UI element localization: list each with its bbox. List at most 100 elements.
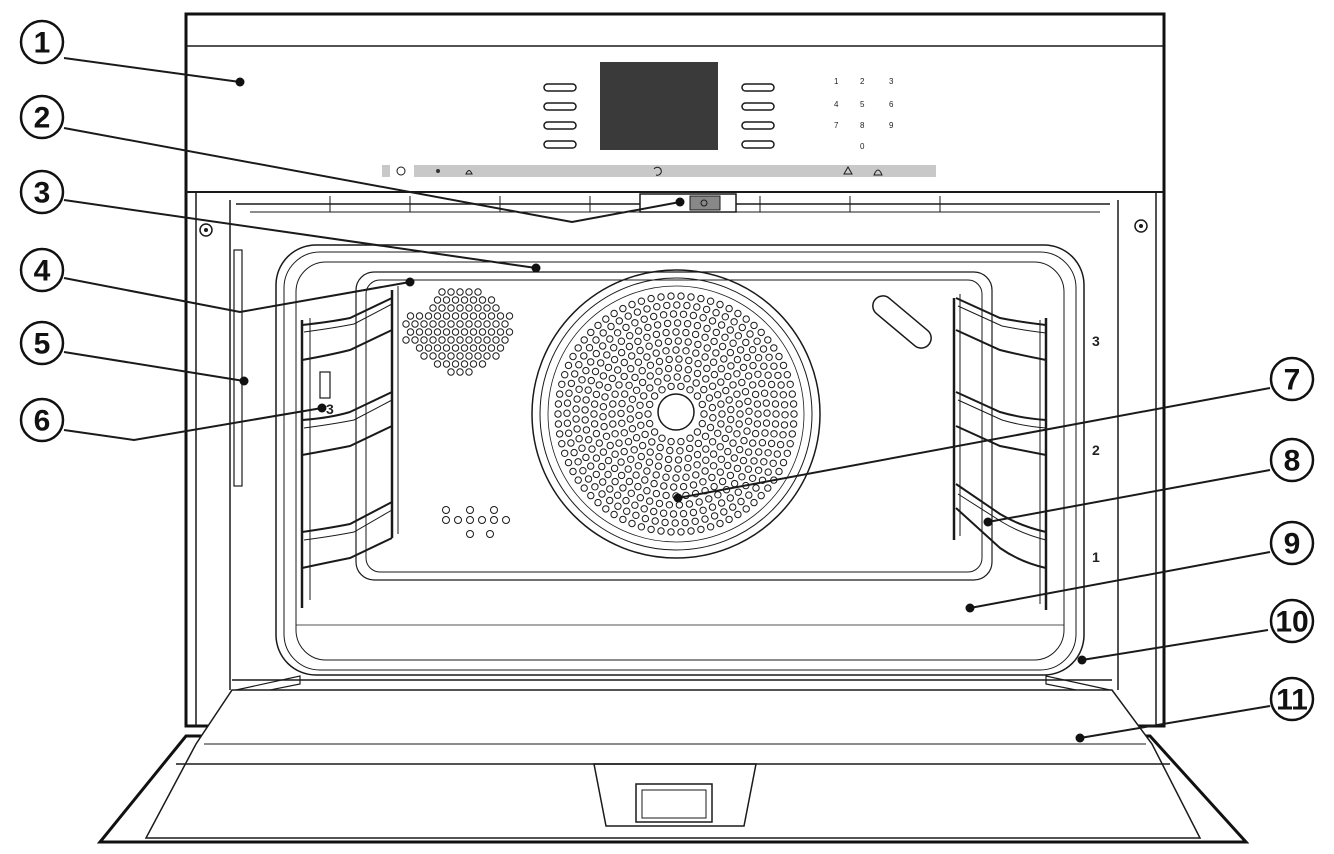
fan-hole bbox=[624, 312, 632, 320]
vent-hole bbox=[447, 320, 455, 328]
fan-hole bbox=[567, 379, 576, 388]
fan-hole bbox=[739, 363, 748, 372]
keypad-digit[interactable]: 2 bbox=[860, 77, 865, 86]
fan-hole bbox=[760, 362, 768, 370]
vent-hole bbox=[456, 320, 464, 328]
callout-leader-line bbox=[63, 277, 411, 314]
shelf-level-label: 3 bbox=[1092, 333, 1100, 349]
keypad-digit[interactable]: 3 bbox=[889, 77, 894, 86]
keypad-digit[interactable]: 4 bbox=[834, 100, 839, 109]
fan-hole bbox=[637, 421, 645, 429]
pill-button[interactable] bbox=[543, 83, 577, 92]
fan-hole bbox=[637, 297, 646, 305]
callout-4: 4 bbox=[19, 247, 65, 293]
fan-hole bbox=[556, 390, 564, 398]
pill-button[interactable] bbox=[741, 140, 775, 149]
fan-hole bbox=[734, 488, 742, 496]
pill-button[interactable] bbox=[543, 140, 577, 149]
fan-hole bbox=[575, 361, 583, 369]
oven-door[interactable] bbox=[96, 689, 1250, 844]
vent-hole bbox=[411, 320, 419, 328]
pill-button[interactable] bbox=[741, 121, 775, 130]
fan-hole bbox=[753, 400, 762, 408]
fan-hole bbox=[718, 477, 727, 486]
fan-hole bbox=[606, 496, 614, 505]
fan-hole bbox=[634, 482, 642, 491]
fan-hole bbox=[733, 390, 741, 398]
keypad-digit[interactable]: 8 bbox=[860, 121, 865, 130]
keypad-digit[interactable]: 0 bbox=[860, 142, 865, 151]
fan-hole bbox=[725, 515, 733, 524]
fan-hole bbox=[604, 383, 612, 392]
keypad-digit[interactable]: 7 bbox=[834, 121, 839, 130]
light-icon[interactable] bbox=[436, 169, 440, 173]
fan-hole bbox=[611, 430, 619, 438]
fan-hole bbox=[640, 505, 648, 513]
vent-hole bbox=[442, 344, 451, 352]
fan-hole bbox=[770, 344, 778, 352]
fan-hole bbox=[646, 419, 654, 428]
fan-hole bbox=[663, 319, 672, 328]
back-arrow-icon[interactable] bbox=[653, 166, 662, 176]
fan-hole bbox=[636, 494, 644, 502]
fan-hole bbox=[620, 447, 628, 456]
fan-hole bbox=[729, 439, 737, 447]
fan-hole bbox=[650, 312, 658, 321]
fan-hole bbox=[658, 386, 666, 394]
fan-hole bbox=[789, 420, 798, 428]
keypad-digit[interactable]: 5 bbox=[860, 100, 865, 109]
callout-number: 9 bbox=[1284, 528, 1301, 561]
vent-hole bbox=[429, 352, 437, 360]
vent-perforations-bottom-left bbox=[442, 506, 510, 538]
fan-hole bbox=[582, 366, 590, 375]
fan-hole bbox=[703, 344, 711, 352]
fan-hole bbox=[653, 321, 662, 329]
timer-icon[interactable] bbox=[465, 170, 473, 175]
fan-hole bbox=[702, 305, 711, 314]
vent-hole bbox=[465, 352, 473, 360]
fan-hole bbox=[672, 328, 680, 336]
fan-hole bbox=[716, 519, 724, 528]
power-icon[interactable] bbox=[396, 166, 406, 176]
fan-hole bbox=[670, 483, 678, 491]
vent-hole bbox=[411, 336, 419, 344]
keypad-digit[interactable]: 1 bbox=[834, 77, 839, 86]
pill-button[interactable] bbox=[741, 83, 775, 92]
minute-minder-icon[interactable] bbox=[843, 165, 853, 175]
fan-hole bbox=[730, 318, 738, 326]
keypad-digit[interactable]: 9 bbox=[889, 121, 894, 130]
keypad-digit[interactable]: 6 bbox=[889, 100, 894, 109]
callout-target-dot bbox=[531, 263, 541, 273]
vent-hole bbox=[420, 336, 428, 344]
fan-hole bbox=[687, 293, 695, 301]
fan-hole bbox=[777, 381, 785, 389]
door-handle[interactable] bbox=[593, 763, 757, 827]
fan-hole bbox=[561, 371, 569, 379]
pill-button[interactable] bbox=[543, 102, 577, 111]
fan-hole bbox=[650, 428, 659, 436]
vent-hole bbox=[460, 328, 469, 336]
fan-hole bbox=[643, 467, 651, 475]
fan-hole bbox=[754, 410, 762, 418]
vent-hole bbox=[438, 288, 446, 296]
fan-hole bbox=[720, 355, 728, 363]
fan-hole bbox=[662, 328, 670, 337]
fan-hole bbox=[617, 409, 625, 418]
fan-hole bbox=[599, 413, 607, 421]
fan-hole bbox=[708, 382, 717, 390]
fan-hole bbox=[693, 450, 702, 459]
fan-hole bbox=[716, 300, 724, 309]
vent-hole bbox=[478, 360, 487, 368]
fan-hole bbox=[615, 439, 623, 447]
pill-button[interactable] bbox=[543, 121, 577, 130]
fan-hole bbox=[789, 400, 798, 408]
alarm-icon[interactable] bbox=[873, 169, 883, 176]
fan-hole bbox=[742, 338, 750, 347]
vent-hole bbox=[442, 506, 450, 514]
fan-hole bbox=[734, 332, 742, 340]
pill-button[interactable] bbox=[741, 102, 775, 111]
fan-hole bbox=[754, 354, 763, 362]
fan-hole bbox=[667, 437, 675, 446]
fan-hole bbox=[700, 410, 708, 418]
fan-hole bbox=[599, 448, 608, 456]
